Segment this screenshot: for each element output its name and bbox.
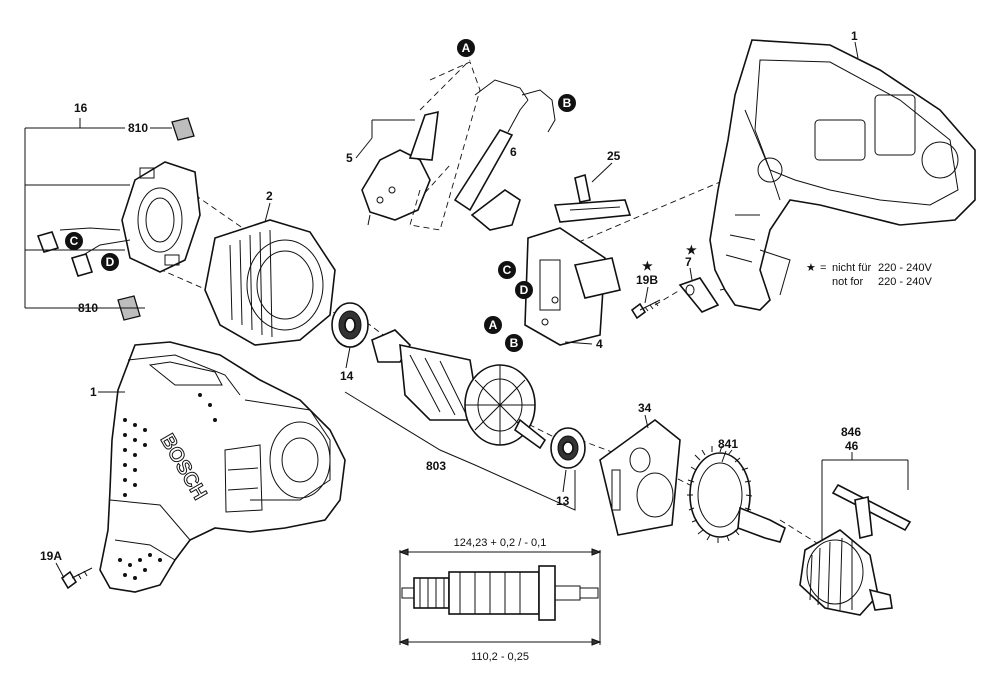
badge-c-switch: C (498, 261, 516, 279)
label-brush-holder-16: 16 (74, 101, 88, 115)
bracket-16 (24, 118, 172, 309)
gear-part-841 (687, 445, 786, 543)
switch-part-4 (524, 227, 621, 346)
cable-part-6 (453, 79, 556, 231)
svg-text:D: D (520, 283, 529, 297)
dimension-bottom-text: 110,2 - 0,25 (471, 651, 529, 663)
screw-part-19a (60, 567, 93, 590)
label-plate-25: 25 (607, 149, 621, 163)
label-bearing-14: 14 (340, 369, 354, 383)
label-field-2: 2 (266, 189, 273, 203)
drill-housing-part-1: BOSCH (99, 341, 346, 593)
svg-text:C: C (503, 263, 512, 277)
label-item-7: 7 (685, 255, 692, 269)
label-cable-5: 5 (346, 151, 353, 165)
label-chuck-46: 46 (845, 439, 859, 453)
legend-line1-value: 220 - 240V (878, 262, 932, 274)
label-key-846: 846 (841, 425, 861, 439)
svg-text:B: B (510, 336, 519, 350)
chuck-part-46 (799, 529, 893, 616)
label-plate-34: 34 (638, 401, 652, 415)
svg-text:B: B (563, 96, 572, 110)
cable-dashed-box (409, 61, 481, 231)
armature-part-803 (371, 329, 547, 450)
label-cable-6: 6 (510, 145, 517, 159)
legend-line2-text: not for (832, 276, 864, 288)
badge-c-left: C (65, 232, 83, 250)
label-armature-803: 803 (426, 459, 446, 473)
label-screw-19b: 19B (636, 273, 658, 287)
brush-lead-c (36, 231, 60, 253)
bracket-846-46 (821, 452, 909, 540)
chuck-key-part-846 (831, 483, 912, 539)
svg-text:A: A (489, 318, 498, 332)
label-bearing-13: 13 (556, 494, 570, 508)
part-7-block (678, 277, 720, 313)
label-item-7-star: ★ (686, 243, 697, 257)
dimension-labels: 124,23 + 0,2 / - 0,1 110,2 - 0,25 (454, 537, 547, 663)
svg-text:A: A (462, 41, 471, 55)
label-screw-19b-star: ★ (642, 259, 653, 273)
legend-star: ★ (806, 262, 816, 274)
carbon-brush-top-810 (171, 117, 195, 141)
svg-text:C: C (70, 234, 79, 248)
label-brush-810-top: 810 (128, 121, 148, 135)
label-screw-19a: 19A (40, 549, 62, 563)
badge-d-left: D (101, 253, 119, 271)
label-brush-810-bottom: 810 (78, 301, 98, 315)
plate-part-25 (553, 173, 632, 223)
label-gear-841: 841 (718, 437, 738, 451)
badge-d-switch: D (515, 281, 533, 299)
bearing-part-13 (550, 427, 586, 469)
brush-lead-d (70, 253, 94, 277)
housing-half-part-1 (709, 39, 976, 311)
part-number-labels: 1 16 810 810 2 5 6 25 4 ★ 7 ★ 19B 14 1 8… (40, 29, 861, 579)
badge-b-top: B (558, 94, 576, 112)
label-drill-housing-1: 1 (90, 385, 97, 399)
cable-part-5 (361, 110, 439, 226)
label-housing-1: 1 (851, 29, 858, 43)
svg-text:D: D (106, 255, 115, 269)
badge-a-switch: A (484, 316, 502, 334)
legend-line2-value: 220 - 240V (878, 276, 932, 288)
connector-badges: A B C D C D A B (65, 39, 576, 352)
legend-equals: = (820, 262, 826, 274)
voltage-legend: ★ = nicht für 220 - 240V not for 220 - 2… (806, 262, 932, 288)
field-coil-part-2 (204, 219, 336, 346)
bearing-part-14 (331, 302, 369, 348)
legend-line1-text: nicht für (832, 262, 871, 274)
label-switch-4: 4 (596, 337, 603, 351)
badge-b-switch: B (505, 334, 523, 352)
screw-part-19b (630, 299, 661, 320)
gearbox-plate-part-34 (599, 418, 681, 536)
dimension-top-text: 124,23 + 0,2 / - 0,1 (454, 537, 547, 549)
armature-dimension-drawing (398, 548, 602, 646)
brush-holder-part-16 (59, 161, 201, 273)
badge-a-top: A (457, 39, 475, 57)
